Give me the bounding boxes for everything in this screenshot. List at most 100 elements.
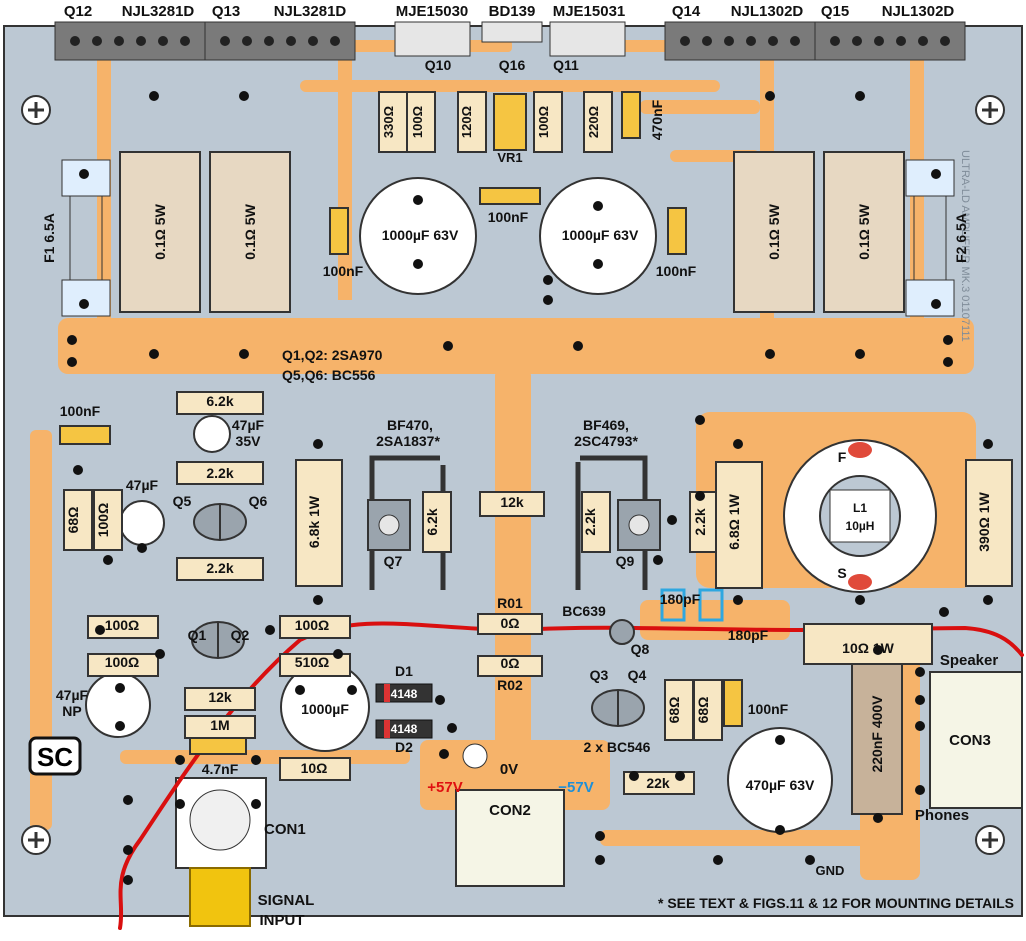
header-pin — [70, 36, 80, 46]
header-pin — [264, 36, 274, 46]
label-d2: D2 — [395, 739, 413, 755]
label-r100-mid: 100Ω — [95, 503, 111, 538]
solder-pad — [79, 169, 89, 179]
label-q15-type: NJL1302D — [882, 3, 955, 20]
label-q34-type: 2 x BC546 — [584, 739, 651, 755]
resistor-body — [279, 615, 351, 639]
label-r22k: 22k — [646, 775, 670, 791]
label-r2k2-c: 2.2k — [692, 508, 708, 535]
transistor-mount-hole — [378, 514, 400, 536]
label-np: NP — [62, 703, 81, 719]
capacitor-body — [189, 737, 247, 755]
capacitor-body — [723, 679, 743, 727]
resistor-body — [533, 91, 563, 153]
label-plus57v: +57V — [427, 779, 462, 796]
solder-pad — [67, 335, 77, 345]
resistor-body — [93, 489, 123, 551]
solder-pad — [543, 295, 553, 305]
solder-pad — [595, 855, 605, 865]
label-vr1: VR1 — [497, 150, 522, 165]
solder-pad — [79, 299, 89, 309]
resistor-body — [664, 679, 694, 741]
header-pin — [852, 36, 862, 46]
resistor-body — [581, 491, 611, 553]
label-c1000uf: 1000µF — [301, 701, 349, 717]
solder-pad — [333, 649, 343, 659]
label-pr-3: 0.1Ω 5W — [766, 203, 782, 259]
label-r330: 330Ω — [381, 106, 396, 138]
notes: Q1,Q2: 2SA970 Q5,Q6: BC556 * SEE TEXT & … — [282, 347, 1014, 911]
solder-pad — [915, 721, 925, 731]
resistor-body — [63, 489, 93, 551]
label-c47-35v: 47µF — [232, 417, 265, 433]
signal-trace-annotation — [118, 621, 1024, 930]
capacitor-labels: 470nF 100nF 100nF 100nF 1000µF 63V 1000µ… — [56, 99, 885, 793]
header-pin — [830, 36, 840, 46]
label-phones: Phones — [915, 807, 969, 824]
resistor-body — [715, 461, 763, 589]
solder-pad — [251, 755, 261, 765]
solder-pad — [593, 201, 603, 211]
solder-pad — [413, 195, 423, 205]
label-c47np: 47µF — [56, 687, 89, 703]
label-q9: Q9 — [616, 553, 635, 569]
solder-pad — [155, 649, 165, 659]
label-r2k2-q9: 2.2k — [582, 508, 598, 535]
label-c180pf-b: 180pF — [728, 627, 769, 643]
label-r12k: 12k — [500, 494, 524, 510]
con2-block — [455, 743, 565, 887]
resistor-body — [176, 391, 264, 415]
label-l1-value: 10µH — [846, 519, 875, 533]
solder-pad — [251, 799, 261, 809]
solder-pad — [573, 341, 583, 351]
label-r01: R01 — [497, 595, 523, 611]
solder-pad — [943, 335, 953, 345]
solder-pad — [439, 749, 449, 759]
label-q15: Q15 — [821, 3, 849, 20]
solder-pad — [73, 465, 83, 475]
label-q10-type: MJE15030 — [396, 3, 469, 20]
header-pin — [896, 36, 906, 46]
solder-pad — [695, 415, 705, 425]
diode-band — [384, 684, 390, 702]
header-pin — [242, 36, 252, 46]
solder-pad — [653, 555, 663, 565]
label-r100-b: 100Ω — [105, 654, 140, 670]
label-c100nf-mid: 100nF — [60, 403, 101, 419]
solder-pad — [435, 695, 445, 705]
solder-pad — [447, 723, 457, 733]
header-pin — [308, 36, 318, 46]
fuse-labels: F1 6.5A F2 6.5A — [41, 213, 969, 263]
label-r220: 220Ω — [586, 106, 601, 138]
label-r100-c: 100Ω — [295, 617, 330, 633]
label-c100nf-right: 100nF — [656, 263, 697, 279]
label-r1m: 1M — [210, 717, 229, 733]
header-pin — [114, 36, 124, 46]
board-id-vertical: ULTRA-LD AMPLIFIER MK.3 01107111 — [959, 150, 971, 342]
resistor-body — [378, 91, 408, 153]
components — [59, 91, 1013, 885]
power-resistor-labels: 0.1Ω 5W 0.1Ω 5W 0.1Ω 5W 0.1Ω 5W — [152, 203, 872, 259]
mounting-screws — [21, 95, 1005, 855]
capacitor-body — [59, 425, 111, 445]
resistor-body — [87, 653, 159, 677]
solder-pad — [765, 349, 775, 359]
solder-pad — [239, 349, 249, 359]
capacitor-body — [479, 187, 541, 205]
label-f1: F1 6.5A — [41, 213, 57, 263]
diode-band — [384, 720, 390, 738]
cap-180pf-bodies — [660, 588, 724, 622]
resistor-body — [406, 91, 436, 153]
resistor-body — [279, 757, 351, 781]
header-pin — [940, 36, 950, 46]
solder-pad — [695, 491, 705, 501]
note-q1-q2: Q1,Q2: 2SA970 — [282, 347, 383, 363]
solder-pad — [983, 595, 993, 605]
solder-pad — [543, 275, 553, 285]
solder-pad — [915, 695, 925, 705]
solder-pad — [675, 771, 685, 781]
label-q11: Q11 — [553, 57, 579, 73]
con1-socket — [175, 777, 267, 927]
big-capacitors — [85, 177, 833, 833]
solder-pad — [413, 259, 423, 269]
